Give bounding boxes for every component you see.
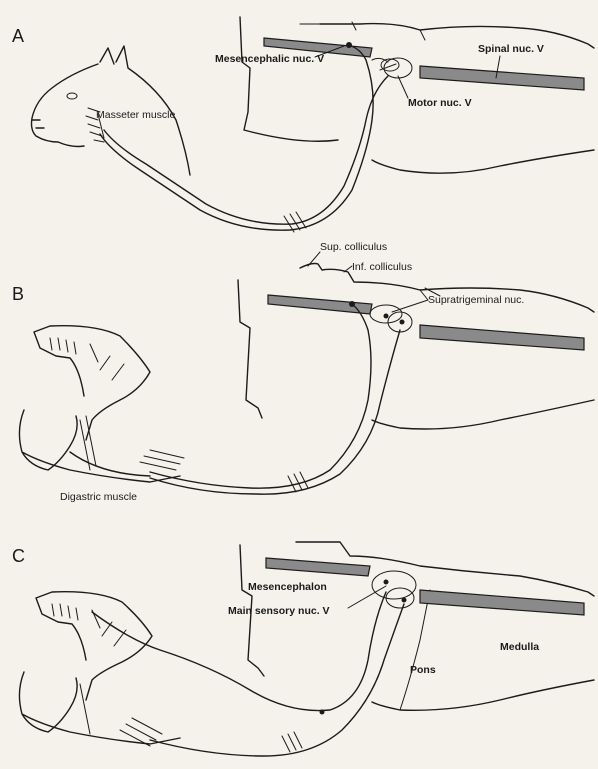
- mesencephalic-nucleus-c: [266, 558, 370, 576]
- leader-main-sensory: [348, 586, 386, 608]
- panel-a: A Masseter muscle Mesencephalic nuc. V S…: [12, 17, 594, 232]
- motor-loop-a: [372, 58, 396, 70]
- teeth-b: [50, 338, 124, 380]
- digastric-hatching: [80, 416, 184, 470]
- nerve-pathway-a-2: [104, 76, 388, 224]
- brainstem-midline-a: [300, 22, 425, 40]
- spinal-nucleus-c: [420, 590, 584, 615]
- mesencephalic-nucleus-b: [268, 295, 372, 314]
- label-mesencephalon: Mesencephalon: [248, 581, 327, 593]
- supratrigeminal-cell-b: [384, 314, 389, 319]
- panel-b: B Sup. colliculus Inf. colliculus Suprat…: [12, 241, 594, 503]
- nerve-pathway-b-2: [150, 330, 400, 494]
- main-sensory-nucleus-c: [372, 571, 416, 599]
- motor-nucleus-inner-a: [381, 59, 399, 71]
- label-masseter-muscle: Masseter muscle: [96, 109, 176, 121]
- label-sup-colliculus: Sup. colliculus: [320, 241, 387, 253]
- panel-letter-b: B: [12, 284, 24, 304]
- leader-supratrigeminal: [392, 300, 428, 312]
- label-digastric-muscle: Digastric muscle: [60, 491, 137, 503]
- nerve-pathway-b: [150, 304, 371, 488]
- motor-cell-c: [402, 598, 407, 603]
- label-pons: Pons: [410, 664, 436, 676]
- spinal-nucleus-b: [420, 325, 584, 350]
- sensory-cell-c: [384, 580, 389, 585]
- label-spinal-nuc-a: Spinal nuc. V: [478, 43, 544, 55]
- spinal-nucleus-a: [420, 66, 584, 90]
- motor-cell-b: [400, 320, 405, 325]
- cat-eye: [67, 93, 77, 99]
- panel-c: C Mesencephalon Main sensory nuc. V Medu…: [12, 542, 594, 756]
- label-main-sensory-nuc: Main sensory nuc. V: [228, 605, 330, 617]
- label-medulla: Medulla: [500, 641, 539, 653]
- panel-letter-c: C: [12, 546, 25, 566]
- label-mesencephalic-nuc-a: Mesencephalic nuc. V: [215, 53, 324, 65]
- leader-inf-colliculus: [344, 266, 352, 272]
- teeth-c: [52, 604, 126, 646]
- skull-jaw-c: [19, 592, 180, 744]
- panel-letter-a: A: [12, 26, 24, 46]
- label-inf-colliculus: Inf. colliculus: [352, 261, 412, 273]
- label-supratrigeminal-nuc: Supratrigeminal nuc.: [428, 294, 524, 306]
- nerve-pathway-c-2: [150, 604, 404, 756]
- leader-motor-a: [398, 76, 408, 98]
- jaw-fibers-c: [282, 732, 302, 752]
- label-motor-nuc-a: Motor nuc. V: [408, 97, 472, 109]
